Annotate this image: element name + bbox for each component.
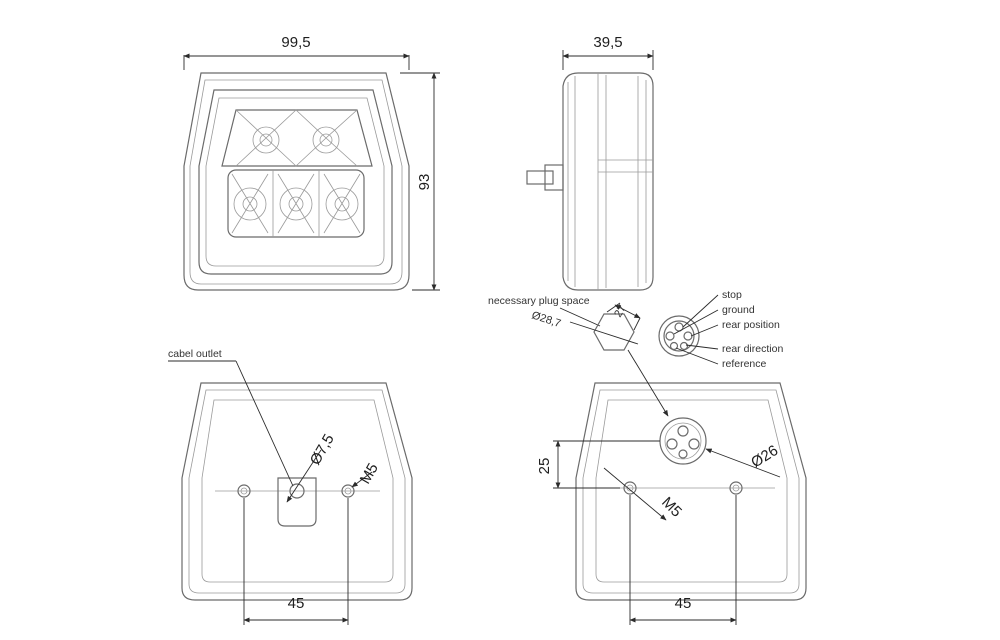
side-depth-label: 39,5 [593,34,622,51]
cable-outlet-callout: cabel outlet [168,348,294,487]
rear-left-spacing-label: 45 [288,595,305,612]
pin-label-rear-position: rear position [722,319,780,331]
pin-label-reference: reference [722,358,767,370]
rear-right-spacing-dimension: 45 [629,495,737,625]
thread-left-dimension: M5 [351,460,382,488]
thread-left-label: M5 [357,460,382,487]
pin-label-stop: stop [722,289,742,301]
hole-diameter-label: Ø7,5 [307,431,338,468]
rear-view-left [181,382,413,601]
side-depth-dimension: 39,5 [562,34,654,70]
socket-offset-label: 25 [536,458,553,475]
pin-label-ground: ground [722,304,755,316]
plug-space-leader [627,349,669,417]
rear-view-right [575,382,807,601]
plug-space-diameter-label: Ø28,7 [530,309,562,330]
pinout-detail: stop ground rear position rear direction… [658,289,783,370]
side-view [526,72,654,291]
plug-space-detail: necessary plug space Ø28,7 27 [488,295,641,351]
plug-space-width-label: 27 [612,303,629,320]
socket-diameter-dimension: Ø26 [705,442,781,478]
front-view [183,72,410,291]
socket-offset-dimension: 25 [536,440,660,489]
rear-right-spacing-label: 45 [675,595,692,612]
front-height-dimension: 93 [400,72,440,291]
pin-label-rear-direction: rear direction [722,343,783,355]
rear-left-spacing-dimension: 45 [243,498,349,625]
front-width-dimension: 99,5 [183,34,410,70]
front-width-label: 99,5 [281,34,310,51]
front-height-label: 93 [416,174,433,191]
thread-right-dimension: M5 [603,467,685,521]
cable-outlet-label: cabel outlet [168,348,222,360]
plug-space-label: necessary plug space [488,295,590,307]
